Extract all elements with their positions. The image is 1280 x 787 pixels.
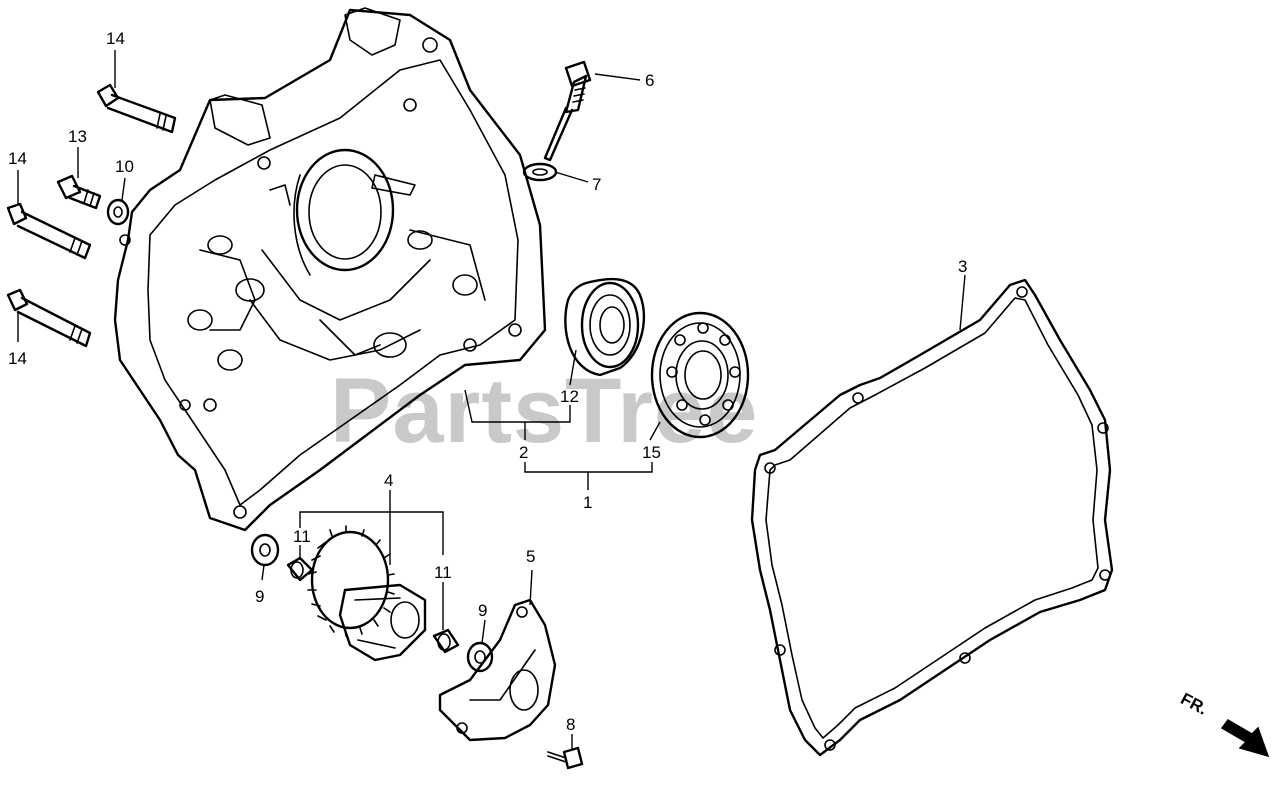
callout-4: 4 — [384, 471, 393, 490]
flange-bolt-top[interactable] — [96, 83, 177, 134]
callout-14-bottom: 14 — [8, 349, 27, 368]
oil-seal-12[interactable] — [564, 277, 646, 377]
callout-12: 12 — [560, 387, 579, 406]
callout-15: 15 — [642, 443, 661, 462]
callout-13: 13 — [68, 127, 87, 146]
callout-6: 6 — [645, 71, 654, 90]
governor-plate-5[interactable] — [438, 598, 557, 742]
callout-10: 10 — [115, 157, 134, 176]
callout-2: 2 — [519, 443, 528, 462]
callout-7: 7 — [592, 175, 601, 194]
callout-labels: 14 13 10 14 14 6 7 3 12 2 15 1 4 11 11 9… — [8, 29, 1211, 734]
callout-5: 5 — [526, 547, 535, 566]
flange-bolt-middle[interactable] — [6, 202, 92, 260]
front-indicator-label: FR. — [1178, 689, 1211, 719]
callout-9-left: 9 — [255, 587, 264, 606]
bolt-13[interactable] — [56, 174, 102, 210]
callout-8: 8 — [566, 715, 575, 734]
leader-lines — [17, 50, 966, 750]
screw-8[interactable] — [547, 746, 584, 770]
callout-1: 1 — [583, 493, 592, 512]
flange-bolt-bottom[interactable] — [6, 288, 92, 348]
callout-11-right: 11 — [434, 563, 452, 582]
callout-3: 3 — [958, 257, 967, 276]
callout-14-top: 14 — [106, 29, 125, 48]
collar-11-right[interactable] — [432, 628, 460, 654]
collar-11-left[interactable] — [286, 556, 314, 582]
ball-bearing-15[interactable] — [650, 311, 750, 439]
case-cover-gasket[interactable] — [750, 278, 1114, 757]
crankcase-cover[interactable] — [113, 7, 547, 532]
callout-9-right: 9 — [478, 601, 487, 620]
front-direction-arrow — [1220, 719, 1270, 758]
governor-gear-4[interactable] — [307, 525, 427, 662]
callout-11-left: 11 — [293, 527, 311, 546]
washer-10[interactable] — [106, 198, 130, 226]
callout-14-middle: 14 — [8, 149, 27, 168]
oil-level-gauge[interactable] — [543, 60, 592, 162]
watermark-text: PartsTree — [330, 360, 758, 462]
o-ring-7[interactable] — [522, 162, 558, 182]
washer-9-right[interactable] — [466, 641, 494, 673]
washer-9-left[interactable] — [250, 533, 280, 567]
